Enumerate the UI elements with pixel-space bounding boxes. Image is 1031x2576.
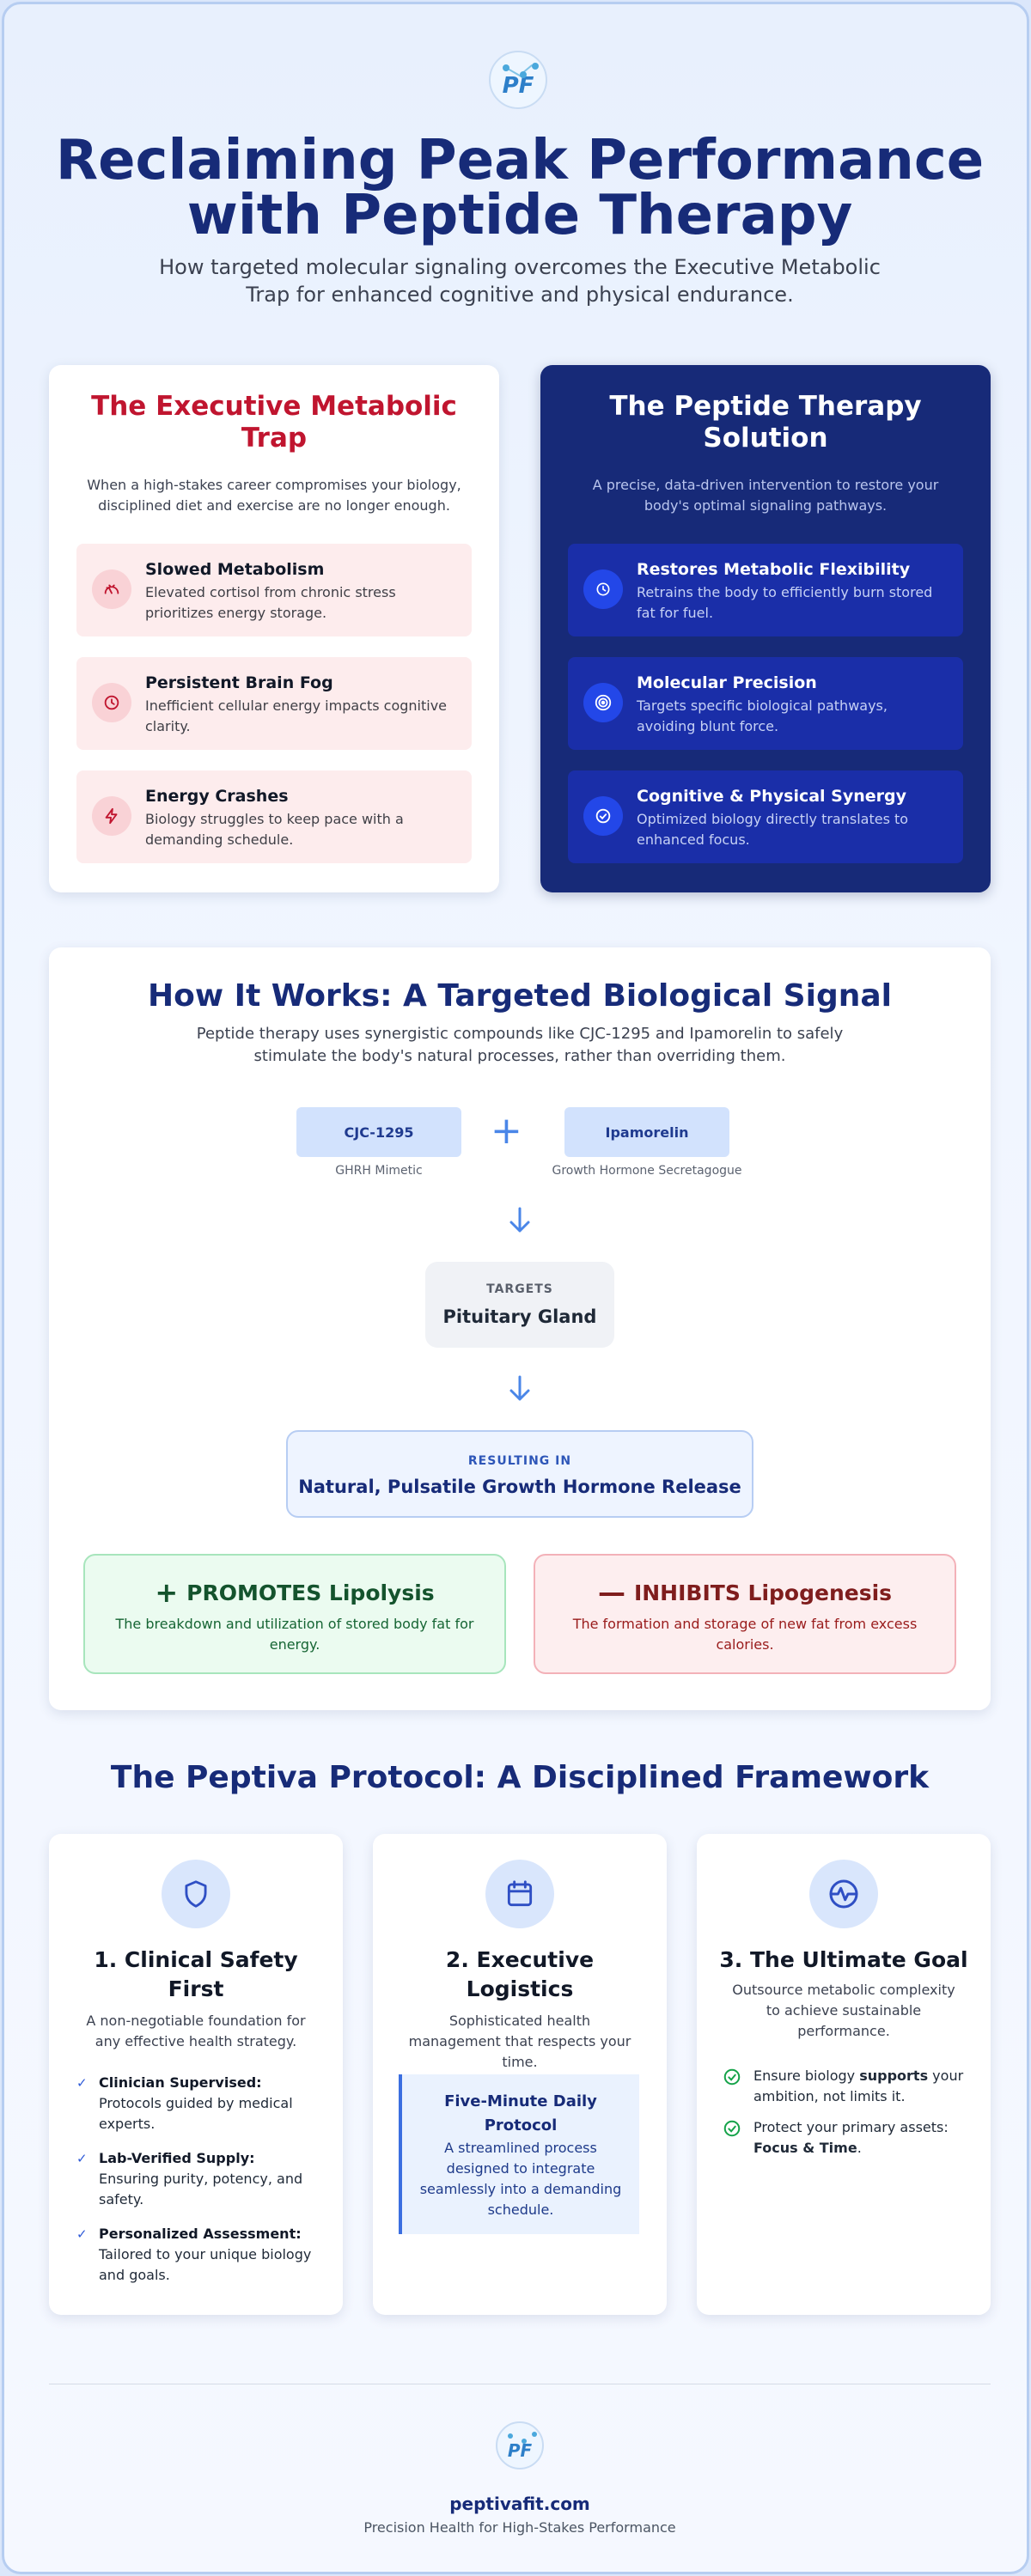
protocol-card-logistics: 2. Executive Logistics Sophisticated hea…: [373, 1834, 667, 2315]
solution-item: Molecular Precision Targets specific bio…: [568, 657, 963, 750]
arrow-down-icon: [509, 1375, 530, 1401]
protocol-card-safety: 1. Clinical Safety First A non-negotiabl…: [49, 1834, 343, 2315]
how-title: How It Works: A Targeted Biological Sign…: [148, 978, 892, 1014]
minus-icon: —: [597, 1576, 625, 1609]
solution-title: The Peptide Therapy Solution: [609, 391, 922, 454]
solution-item: Restores Metabolic Flexibility Retrains …: [568, 544, 963, 636]
gauge-icon: [92, 569, 131, 609]
arrow-down-icon: [509, 1207, 530, 1233]
brand-logo: PF: [489, 51, 547, 109]
pulse-icon: [809, 1860, 878, 1928]
trap-item: Energy Crashes Biology struggles to keep…: [76, 770, 472, 863]
trap-description: When a high-stakes career compromises yo…: [87, 477, 461, 514]
check-circle-icon: [723, 2068, 741, 2086]
executive-trap-card: The Executive Metabolic Trap When a high…: [49, 365, 499, 892]
page-title: Reclaiming Peak Performance with Peptide…: [55, 129, 985, 247]
plus-icon: +: [491, 1109, 522, 1153]
list-item: ✓Lab-Verified Supply: Ensuring purity, p…: [76, 2150, 303, 2208]
protocol-card-goal: 3. The Ultimate Goal Outsource metabolic…: [697, 1834, 991, 2315]
protocol-title: The Peptiva Protocol: A Disciplined Fram…: [110, 1760, 930, 1795]
compound-ipamorelin-caption: Growth Hormone Secretagogue: [552, 1164, 742, 1178]
footer-logo: PF: [496, 2421, 544, 2469]
page-subtitle: How targeted molecular signaling overcom…: [159, 255, 881, 307]
goal-list: Ensure biology supports your ambition, n…: [723, 2066, 965, 2169]
list-item: ✓Clinician Supervised: Protocols guided …: [76, 2074, 293, 2132]
list-item: Protect your primary assets: Focus & Tim…: [723, 2117, 965, 2159]
target-icon: [583, 683, 623, 722]
trap-title: The Executive Metabolic Trap: [91, 391, 457, 454]
lightning-icon: [92, 796, 131, 836]
check-circle-icon: [723, 2120, 741, 2137]
target-box: TARGETS Pituitary Gland: [425, 1262, 614, 1348]
check-circle-icon: [583, 796, 623, 836]
plus-icon: +: [155, 1576, 179, 1609]
peptide-solution-card: The Peptide Therapy Solution A precise, …: [540, 365, 991, 892]
list-item: Ensure biology supports your ambition, n…: [723, 2066, 965, 2107]
compound-cjc1295: CJC-1295: [296, 1107, 461, 1157]
list-item: ✓Personalized Assessment: Tailored to yo…: [76, 2226, 312, 2283]
compound-cjc1295-caption: GHRH Mimetic: [335, 1164, 423, 1178]
trap-item: Persistent Brain Fog Inefficient cellula…: [76, 657, 472, 750]
solution-description: A precise, data-driven intervention to r…: [592, 477, 939, 514]
shield-icon: [162, 1860, 230, 1928]
calendar-icon: [485, 1860, 554, 1928]
result-box: RESULTING IN Natural, Pulsatile Growth H…: [286, 1430, 753, 1518]
clock-icon: [92, 683, 131, 722]
clock-icon: [583, 569, 623, 609]
solution-item: Cognitive & Physical Synergy Optimized b…: [568, 770, 963, 863]
how-subtitle: Peptide therapy uses synergistic compoun…: [196, 1025, 844, 1065]
safety-list: ✓Clinician Supervised: Protocols guided …: [76, 2073, 317, 2299]
daily-protocol-callout: Five-Minute Daily Protocol A streamlined…: [399, 2074, 639, 2234]
inhibits-lipogenesis-box: —INHIBITS Lipogenesis The formation and …: [534, 1554, 956, 1674]
promotes-lipolysis-box: +PROMOTES Lipolysis The breakdown and ut…: [83, 1554, 506, 1674]
how-it-works-section: How It Works: A Targeted Biological Sign…: [49, 947, 991, 1710]
compound-ipamorelin: Ipamorelin: [564, 1107, 729, 1157]
footer-tagline: Precision Health for High-Stakes Perform…: [363, 2519, 676, 2536]
trap-item: Slowed Metabolism Elevated cortisol from…: [76, 544, 472, 636]
footer-url-link[interactable]: peptivafit.com: [449, 2494, 590, 2514]
